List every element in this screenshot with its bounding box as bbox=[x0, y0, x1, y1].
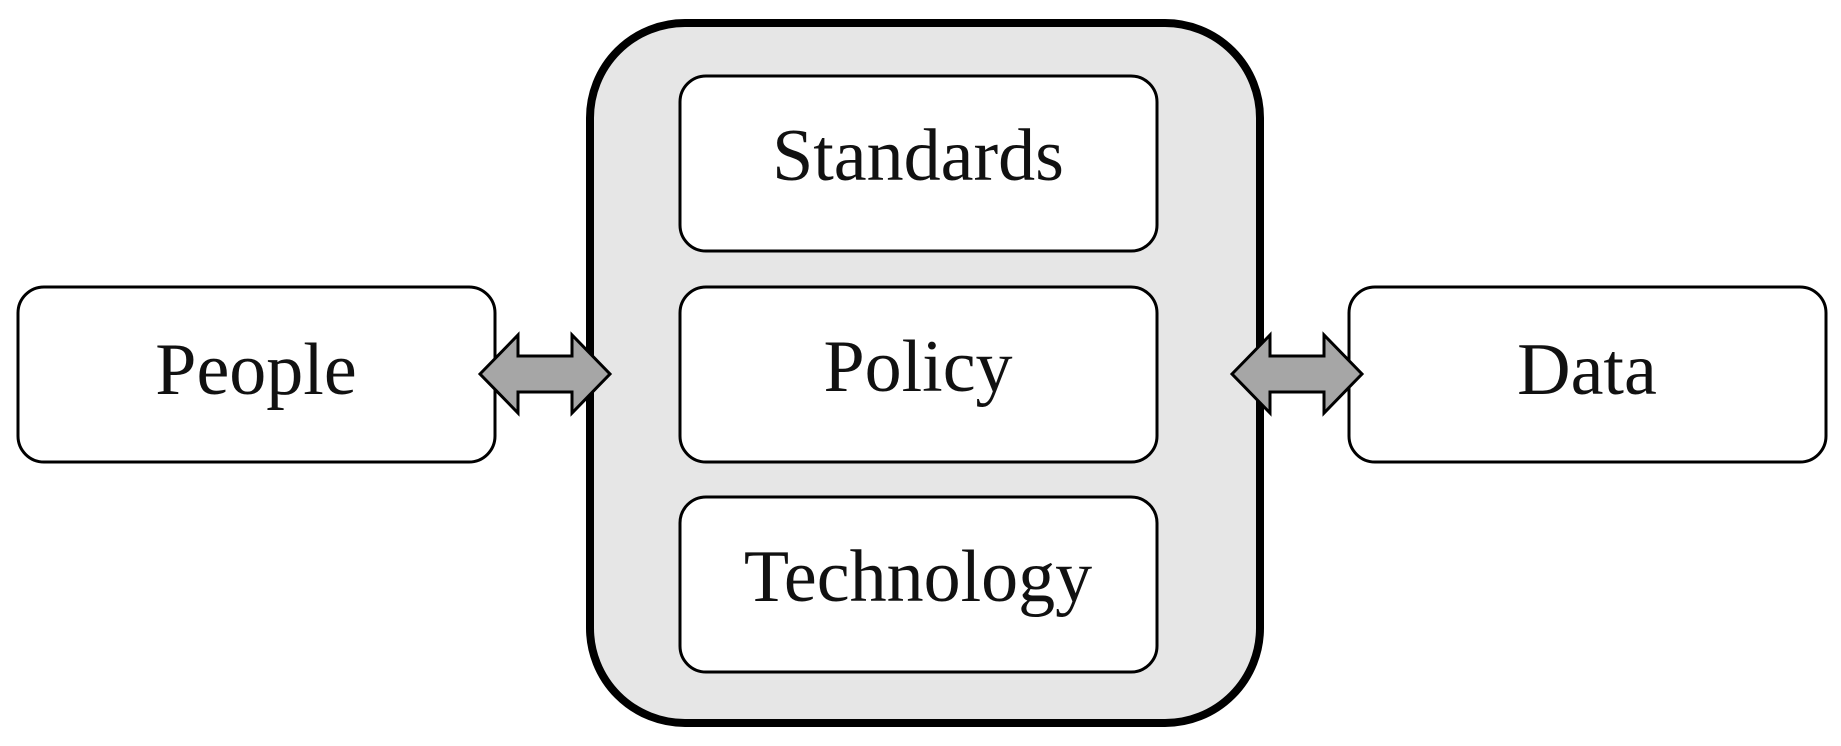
data-box: Data bbox=[1347, 285, 1828, 464]
technology-box-rect bbox=[678, 495, 1159, 674]
technology-label: Technology bbox=[744, 536, 1092, 618]
technology-box: Technology bbox=[678, 495, 1159, 674]
standards-box: Standards bbox=[678, 74, 1159, 253]
standards-label: Standards bbox=[772, 115, 1064, 197]
policy-label: Policy bbox=[823, 326, 1012, 408]
standards-box-rect bbox=[678, 74, 1159, 253]
people-label: People bbox=[155, 329, 356, 411]
policy-box-rect bbox=[678, 285, 1159, 464]
left-double-arrow-icon bbox=[477, 331, 613, 417]
people-box: People bbox=[16, 285, 497, 464]
data-label: Data bbox=[1517, 329, 1657, 411]
policy-box: Policy bbox=[678, 285, 1159, 464]
right-double-arrow-icon bbox=[1229, 331, 1365, 417]
